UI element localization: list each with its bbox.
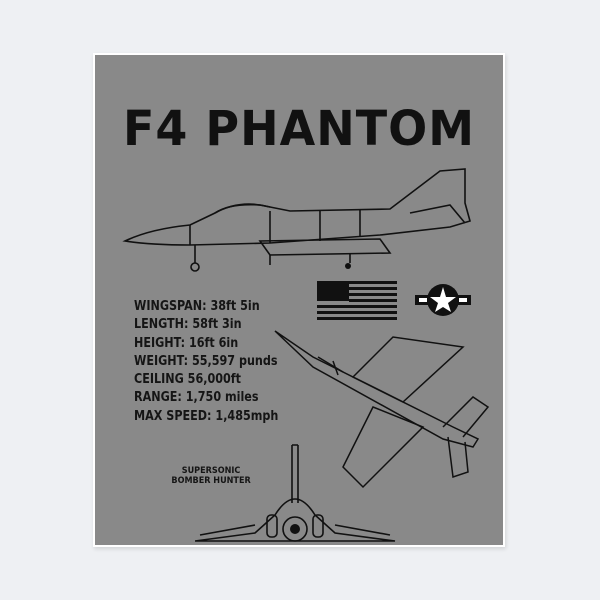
spec-weight: WEIGHT: 55,597 punds xyxy=(134,352,278,369)
poster-title: F4 PHANTOM xyxy=(122,99,475,157)
spec-range: RANGE: 1,750 miles xyxy=(134,389,259,406)
specifications-list: WINGSPAN: 38ft 5in LENGTH: 58ft 3in HEIG… xyxy=(134,297,291,425)
caption: SUPERSONIC BOMBER HUNTER xyxy=(171,466,250,486)
spec-wingspan: WINGSPAN: 38ft 5in xyxy=(134,298,260,314)
roundel-star-icon xyxy=(415,284,471,316)
aircraft-top-view xyxy=(274,330,490,489)
aircraft-front-view xyxy=(195,444,396,542)
caption-line-2: BOMBER HUNTER xyxy=(171,476,251,486)
spec-height: HEIGHT: 16ft 6in xyxy=(134,334,239,351)
caption-line-1: SUPERSONIC xyxy=(181,466,241,476)
aircraft-side-view xyxy=(122,168,471,272)
spec-length: LENGTH: 58ft 3in xyxy=(134,316,242,333)
us-flag-icon xyxy=(317,281,397,320)
spec-ceiling: CEILING 56,000ft xyxy=(134,371,241,388)
spec-max-speed: MAX SPEED: 1,485mph xyxy=(134,407,279,424)
poster: F4 PHANTOM xyxy=(93,53,505,547)
